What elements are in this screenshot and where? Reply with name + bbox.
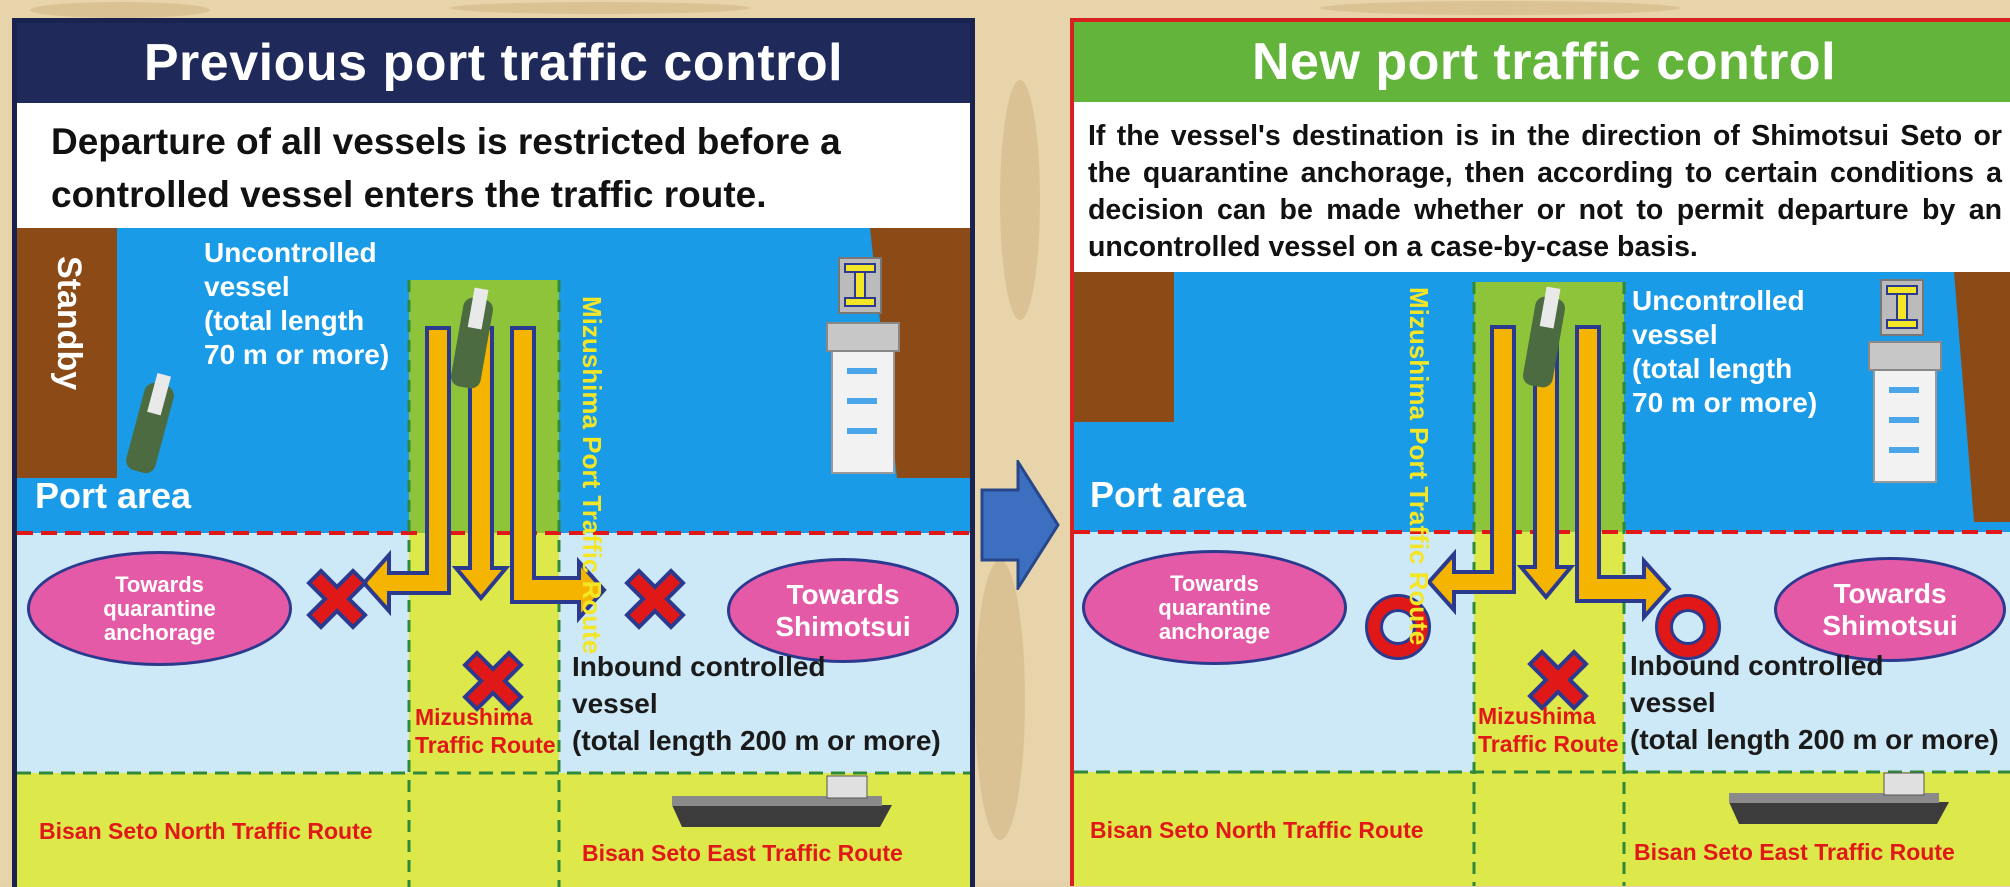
transition-arrow-icon — [980, 460, 1060, 590]
previous-control-panel: Previous port traffic control Departure … — [12, 18, 975, 887]
panel-description: If the vessel's destination is in the di… — [1074, 102, 2010, 272]
new-control-panel: New port traffic control If the vessel's… — [1070, 18, 2010, 886]
bisan-north-label: Bisan Seto North Traffic Route — [39, 818, 373, 844]
tugboat-icon — [126, 373, 174, 474]
bisan-east-label: Bisan Seto East Traffic Route — [582, 840, 903, 866]
right-pier — [1954, 272, 2010, 522]
prohibited-x-icon — [1527, 649, 1589, 711]
standby-label: Standby — [50, 256, 88, 391]
panel-description: Departure of all vessels is restricted b… — [17, 103, 970, 228]
standby-pier — [17, 228, 117, 478]
prohibited-x-icon — [306, 568, 368, 630]
port-traffic-route-label: Mizushima Port Traffic Route — [1404, 287, 1434, 646]
cargo-ship-icon — [1729, 772, 1949, 824]
bisan-route-zone — [17, 773, 970, 887]
route-arrows — [1426, 325, 1672, 623]
tugboat-icon — [1522, 286, 1566, 388]
bisan-north-label: Bisan Seto North Traffic Route — [1090, 817, 1424, 843]
prohibited-x-icon — [624, 568, 686, 630]
route-arrows — [361, 326, 607, 624]
control-tower-icon — [1868, 279, 1942, 483]
tugboat-icon — [450, 287, 494, 389]
control-tower-icon — [826, 257, 900, 474]
permitted-o-icon — [1365, 594, 1431, 660]
panel-title: New port traffic control — [1074, 22, 2010, 102]
port-traffic-route-label: Mizushima Port Traffic Route — [577, 296, 607, 655]
left-pier — [1074, 272, 1174, 422]
panel-title: Previous port traffic control — [17, 23, 970, 103]
cargo-ship-icon — [672, 775, 892, 827]
port-area-label: Port area — [1090, 474, 1247, 515]
bisan-east-label: Bisan Seto East Traffic Route — [1634, 839, 1955, 865]
port-area-label: Port area — [35, 475, 192, 516]
permitted-o-icon — [1655, 594, 1721, 660]
prohibited-x-icon — [462, 650, 524, 712]
